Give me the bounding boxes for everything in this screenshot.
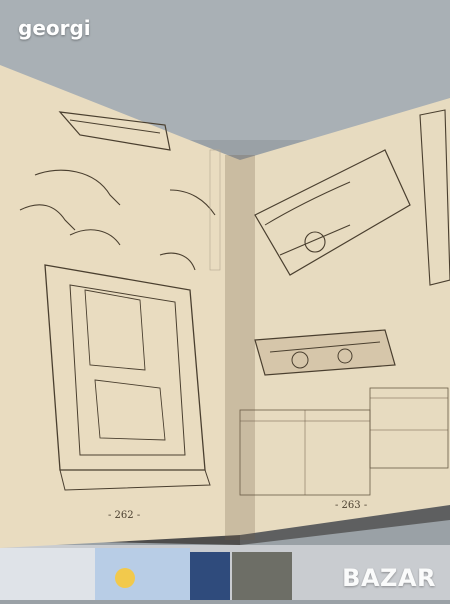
- door-lower-panel: [94, 379, 166, 441]
- motor-part-2: [337, 348, 353, 364]
- right-page-number: - 263 -: [335, 500, 368, 511]
- left-page: [0, 65, 240, 548]
- right-window-glass-line: [264, 181, 351, 226]
- watermark-brand: BAZAR: [342, 564, 436, 592]
- left-frame-curve-5: [159, 252, 196, 271]
- watermark-user: georgi: [18, 16, 91, 40]
- right-regulator-gear: [304, 231, 326, 253]
- toy-sticker: [115, 568, 135, 588]
- left-top-line: [69, 119, 161, 134]
- motor-assembly: [254, 329, 396, 376]
- door-bottom-edge: [59, 469, 211, 491]
- left-frame-curve-2: [19, 204, 76, 231]
- left-page-number: - 262 -: [108, 510, 141, 521]
- left-frame-curve-4: [169, 189, 216, 216]
- left-rotated-caption: [209, 149, 221, 271]
- motor-shaft: [269, 341, 381, 353]
- right-page: [240, 98, 450, 535]
- box-object: [0, 548, 95, 600]
- right-door-frame: [254, 149, 411, 276]
- gutter-shadow: [225, 155, 255, 540]
- blue-object: [190, 552, 230, 600]
- right-regulator-arm: [279, 224, 351, 256]
- left-frame-curve-1: [34, 169, 121, 206]
- dark-object: [232, 552, 292, 600]
- left-frame-curve-3: [69, 229, 121, 246]
- right-tall-part: [419, 109, 450, 286]
- door-panel-inner: [69, 284, 186, 456]
- motor-part-1: [291, 351, 309, 369]
- door-window-cutout: [84, 289, 146, 371]
- caption-box: [209, 149, 221, 271]
- left-top-mechanism: [58, 111, 171, 151]
- box-object-2: [95, 548, 190, 600]
